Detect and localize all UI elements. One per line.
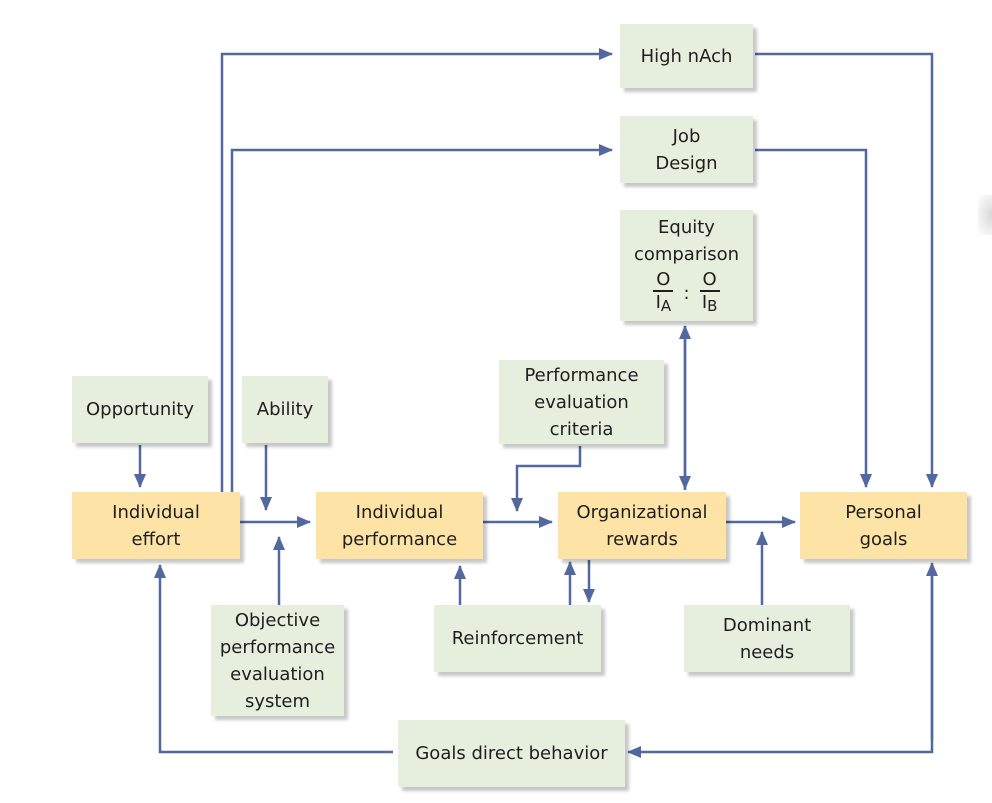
fraction-a-subscript: A — [660, 297, 672, 315]
node-ability: Ability — [242, 376, 328, 443]
node-equity-comparison: Equity comparison O IA : O IB — [620, 210, 753, 321]
arrow-criteria-to-line — [511, 446, 582, 512]
arrow-effort-to-high-nach — [220, 48, 613, 492]
node-performance-evaluation-criteria: Performance evaluation criteria — [499, 360, 664, 444]
node-reinforcement: Reinforcement — [434, 605, 601, 672]
node-label: Opportunity — [85, 399, 195, 420]
fraction-a-denominator-letter: I — [655, 292, 661, 313]
node-label: Organizational — [576, 501, 708, 523]
fraction-a-numerator: O — [653, 270, 674, 292]
node-label: needs — [739, 641, 795, 663]
arrow-goals-behavior-to-effort — [154, 564, 393, 754]
fraction-a: O IA — [653, 270, 674, 317]
node-label: Individual — [355, 501, 444, 523]
fraction-b: O IB — [699, 270, 720, 317]
node-label: effort — [131, 528, 181, 550]
node-individual-performance: Individual performance — [316, 492, 483, 559]
fraction-a-denominator: IA — [656, 292, 672, 317]
fraction-b-denominator: IB — [702, 292, 718, 317]
node-label: Dominant — [722, 614, 812, 636]
node-label: High nAch — [640, 45, 733, 67]
node-label: Design — [655, 152, 718, 174]
node-label: Personal — [845, 501, 922, 523]
equity-formula: O IA : O IB — [653, 270, 720, 317]
arrow-job-design-to-personal-goals — [755, 148, 872, 488]
node-individual-effort: Individual effort — [72, 492, 240, 559]
node-job-design: Job Design — [620, 116, 753, 183]
node-label: rewards — [606, 528, 678, 550]
node-organizational-rewards: Organizational rewards — [558, 492, 726, 559]
node-label: criteria — [549, 418, 614, 440]
fraction-b-denominator-letter: I — [701, 292, 708, 313]
scroll-edge-shadow — [978, 195, 992, 235]
arrow-effort-to-job-design — [230, 144, 613, 492]
node-label: Ability — [256, 399, 314, 420]
node-label: evaluation — [534, 391, 629, 413]
node-label: Individual — [112, 501, 200, 523]
arrow-high-nach-to-personal-goals — [755, 52, 938, 488]
node-opportunity: Opportunity — [72, 376, 208, 443]
node-label: Performance — [524, 364, 639, 386]
node-label: Job — [672, 125, 701, 147]
node-label: Reinforcement — [451, 628, 584, 649]
node-label: system — [244, 690, 311, 712]
node-label: goals — [859, 528, 908, 550]
node-label: comparison — [633, 244, 740, 265]
node-goals-direct-behavior: Goals direct behavior — [398, 720, 625, 787]
node-dominant-needs: Dominant needs — [684, 605, 850, 672]
node-label: performance — [219, 636, 336, 658]
ratio-colon: : — [683, 283, 690, 304]
node-high-nach: High nAch — [620, 24, 753, 88]
node-personal-goals: Personal goals — [800, 492, 967, 559]
node-label: Objective — [234, 609, 321, 631]
node-label: Equity — [658, 217, 715, 238]
node-objective-performance-evaluation-system: Objective performance evaluation system — [211, 605, 344, 716]
node-label: Goals direct behavior — [415, 743, 608, 764]
node-label: performance — [341, 528, 458, 550]
fraction-b-subscript: B — [707, 297, 718, 315]
fraction-b-numerator: O — [699, 270, 720, 292]
node-label: evaluation — [230, 663, 325, 685]
